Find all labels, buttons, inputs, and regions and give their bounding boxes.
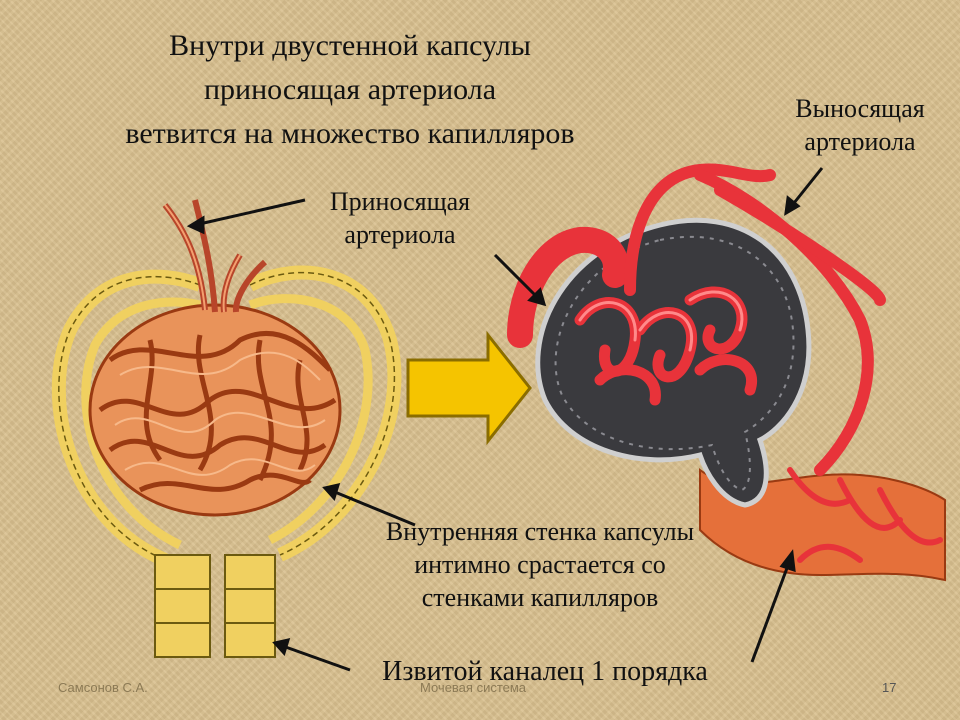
title-line-1: Внутри двустенной капсулы: [169, 29, 531, 62]
pointer-inner-wall: [329, 488, 416, 527]
label-inner-line-2: интимно срастается со: [414, 550, 666, 579]
pointer-tubule-left: [279, 643, 351, 672]
label-efferent-arteriole: Выносящая артериола: [770, 92, 950, 158]
afferent-arteriole: [507, 226, 629, 348]
label-efferent-line-2: артериола: [804, 127, 916, 156]
schematic-arteriole-stem: [162, 199, 268, 313]
footer-author: Самсонов С.А.: [58, 680, 148, 695]
label-inner-line-1: Внутренняя стенка капсулы: [385, 517, 695, 546]
pointer-efferent: [788, 167, 824, 209]
title-line-3: ветвится на множество капилляров: [125, 117, 575, 150]
slide-title: Внутри двустенной капсулы приносящая арт…: [40, 24, 660, 156]
title-line-2: приносящая артериола: [203, 73, 497, 106]
label-inner-line-3: стенками капилляров: [421, 583, 659, 612]
label-convoluted-tubule: Извитой каналец 1 порядка: [382, 656, 708, 687]
transition-arrow: [406, 330, 532, 446]
label-afferent-line-2: артериола: [344, 220, 456, 249]
pointer-tubule-right: [750, 559, 792, 663]
bowman-capsule: [535, 217, 812, 508]
efferent-arteriole: [624, 163, 776, 296]
capsule-inner-wall: [81, 294, 373, 550]
label-efferent-line-1: Выносящая: [795, 94, 925, 123]
tubule-cells: [154, 554, 276, 658]
label-inner-capsule-wall: Внутренняя стенка капсулы интимно сраста…: [330, 515, 750, 614]
realistic-glomerulus: [507, 163, 946, 582]
label-afferent-line-1: Приносящая: [329, 187, 471, 216]
footer-topic: Мочевая система: [420, 680, 527, 695]
pointer-afferent-right: [493, 253, 542, 302]
page-number: 17: [882, 680, 897, 695]
pointer-afferent-left: [194, 198, 306, 227]
label-afferent-arteriole: Приносящая артериола: [290, 185, 510, 251]
schematic-glomerulus: [51, 199, 402, 658]
